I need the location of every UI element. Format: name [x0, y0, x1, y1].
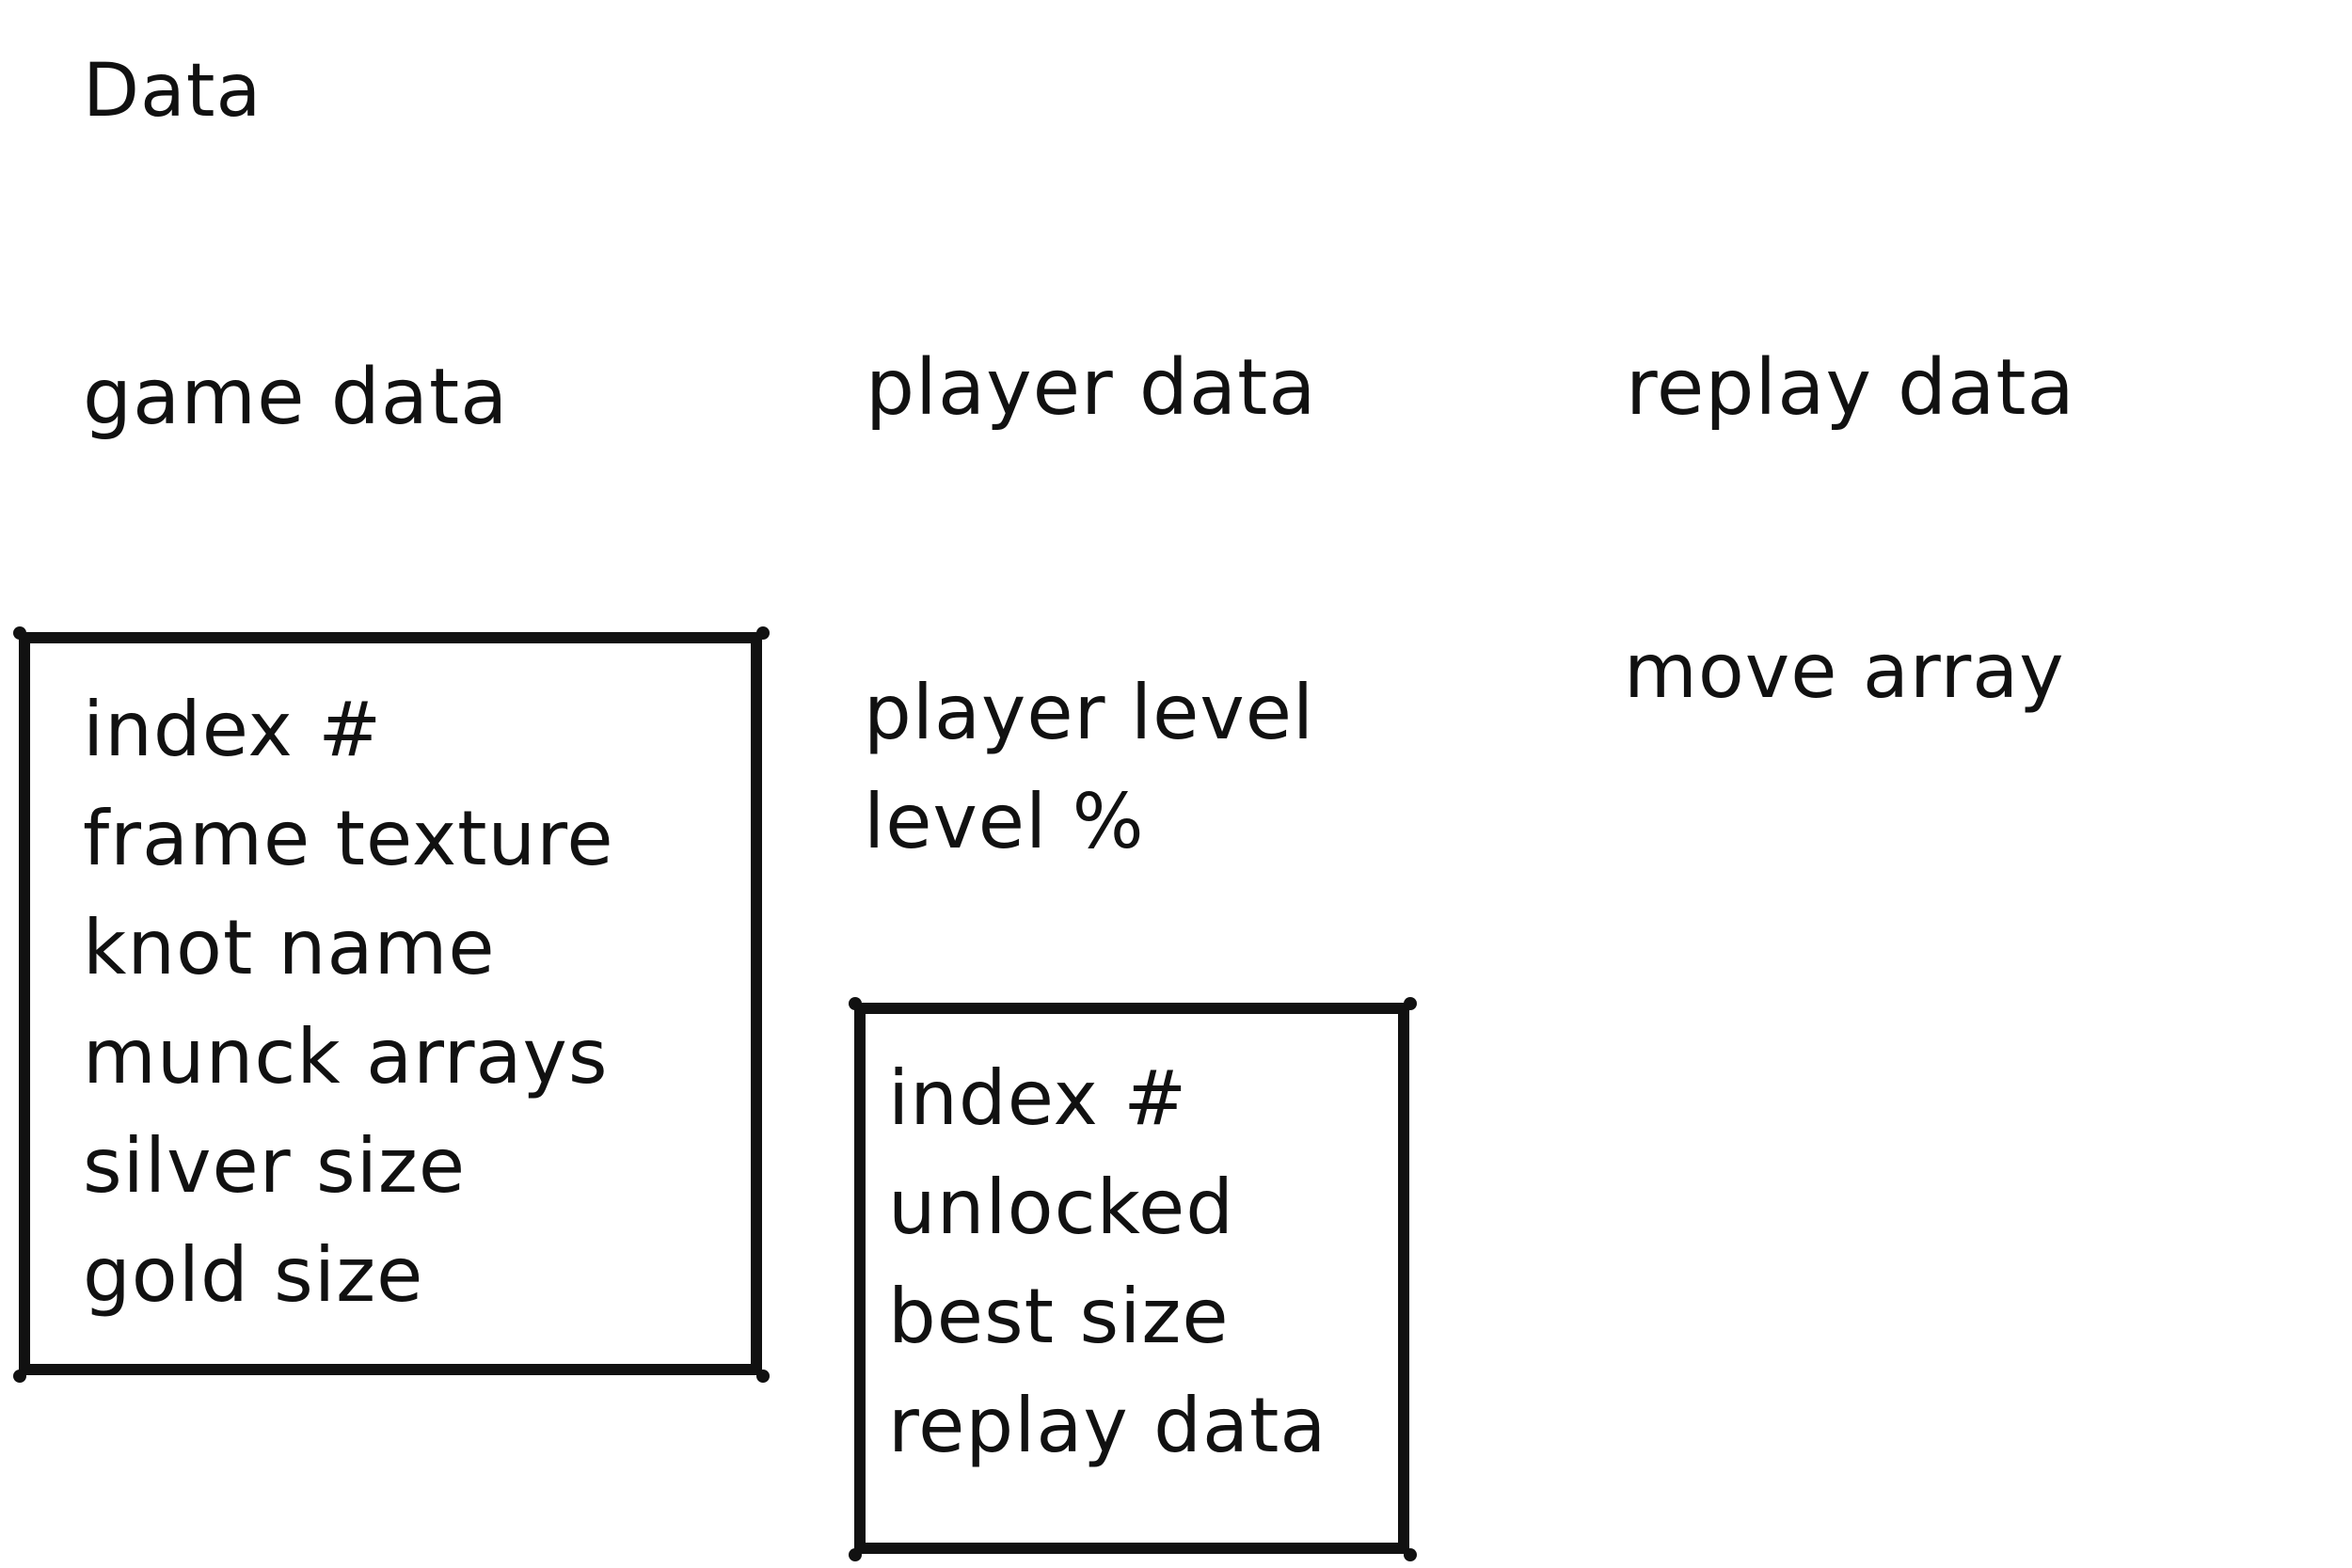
player-level-fields: index # unlocked best size replay data [888, 1044, 1327, 1481]
player-field-player-level: player level [864, 669, 1315, 756]
game-box-corner [13, 1370, 26, 1383]
game-field-munck-arrays: munck arrays [83, 1013, 609, 1101]
player-box-corner [1404, 997, 1417, 1010]
game-data-fields: index # frame texture knot name munck ar… [83, 675, 614, 1330]
page-title: Data [83, 49, 262, 134]
player-box-field-best-size: best size [888, 1273, 1230, 1360]
replay-data-heading: replay data [1626, 343, 2075, 433]
game-box-corner [756, 1370, 770, 1383]
player-box-corner [1404, 1548, 1417, 1561]
player-field-level-percent: level % [864, 778, 1145, 865]
replay-field-move-array: move array [1624, 627, 2065, 715]
game-field-silver-size: silver size [83, 1122, 467, 1210]
player-data-heading: player data [866, 343, 1317, 433]
game-field-knot-name: knot name [83, 904, 496, 991]
player-box-field-unlocked: unlocked [888, 1164, 1235, 1251]
replay-data-fields: move array [1624, 617, 2065, 726]
player-data-fields: player level level % [864, 658, 1314, 877]
game-data-heading: game data [83, 353, 509, 442]
game-field-frame-texture: frame texture [83, 795, 614, 882]
player-box-field-index: index # [888, 1054, 1188, 1142]
game-field-index: index # [83, 686, 383, 773]
player-box-corner [849, 1548, 862, 1561]
player-level-box [854, 1003, 1409, 1554]
game-field-gold-size: gold size [83, 1231, 424, 1319]
player-box-corner [849, 997, 862, 1010]
game-box-corner [13, 626, 26, 640]
player-box-field-replay-data: replay data [888, 1382, 1327, 1469]
game-data-box [19, 632, 762, 1375]
game-box-corner [756, 626, 770, 640]
